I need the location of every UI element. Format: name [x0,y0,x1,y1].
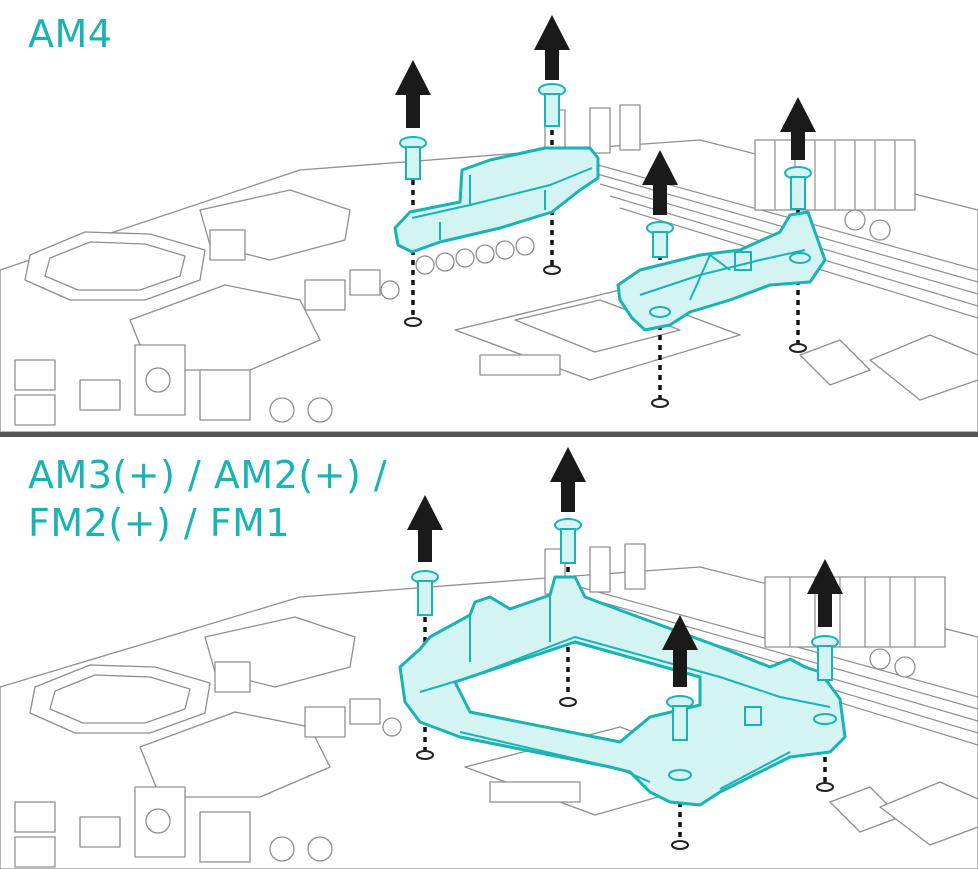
socket-label-line-2: FM2(+) / FM1 [28,501,291,545]
standoff-icon [651,398,669,408]
motherboard [0,104,978,432]
up-arrow-icon [662,615,698,687]
screw-icon [646,221,674,258]
up-arrow-icon [642,150,678,215]
screw-icon [666,695,694,741]
screw-icon [538,83,566,127]
standoff-icon [543,265,561,275]
bracket-icon [616,210,827,332]
am4-illustration [0,15,978,432]
am3-am2-fm2-fm1-panel: AM3(+) / AM2(+) / FM2(+) / FM1 [0,437,978,869]
up-arrow-icon [807,559,843,627]
standoff-icon [671,840,689,850]
up-arrow-icon [550,447,586,512]
standoff-icon [816,782,834,792]
screw-icon [554,518,582,564]
socket-label-am3-am2-fm2-fm1: AM3(+) / AM2(+) / FM2(+) / FM1 [28,451,387,547]
standoff-icon [416,750,434,760]
screw-icon [411,570,439,616]
standoff-icon [789,343,807,353]
screw-icon [784,166,812,210]
up-arrow-icon [780,97,816,160]
up-arrow-icon [395,60,431,128]
screw-icon [399,136,427,180]
standoff-icon [404,317,422,327]
socket-label-line-1: AM3(+) / AM2(+) / [28,453,388,497]
am3-illustration [0,447,978,869]
standoff-icon [559,697,577,707]
am4-panel: AM4 [0,0,978,432]
bracket-icon [393,146,600,254]
up-arrow-icon [407,495,443,562]
up-arrow-icon [534,15,570,80]
screw-icon [811,635,839,681]
panel-divider [0,432,978,437]
socket-label-am4: AM4 [28,12,113,56]
